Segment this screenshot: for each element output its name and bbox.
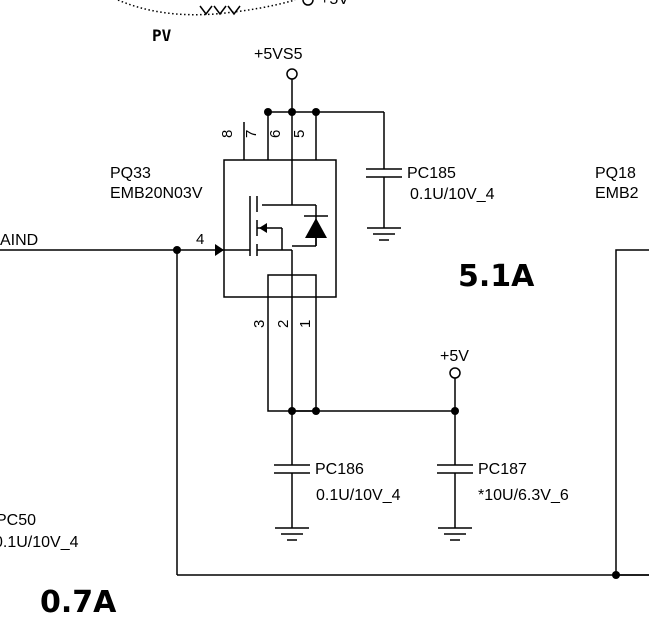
power-port-5v [449,367,461,379]
pc186-ref: PC186 [315,461,364,478]
pq33-ref: PQ33 [110,165,151,182]
pin-3-label: 3 [251,320,268,328]
pq18-part: EMB2 [595,185,639,202]
rail-5vs5-label: +5VS5 [254,46,303,63]
pin-2-label: 2 [275,320,292,328]
pc50-ref: PC50 [0,512,36,529]
pq33-part: EMB20N03V [110,185,203,202]
pin-6-label: 6 [267,130,284,138]
pin-8-label: 8 [219,130,236,138]
current-secondary-label: 0.7A [40,585,117,620]
pq18-ref: PQ18 [595,165,636,182]
gate-net-label: AIND [0,232,38,249]
pin-5-label: 5 [291,130,308,138]
pq18-body [615,249,649,576]
body-arrow [259,223,267,233]
body-diode [305,218,327,238]
pq33-body [223,159,337,298]
pin-7-label: 7 [243,130,260,138]
junction-dot [312,407,320,415]
gate-pin-number: 4 [196,231,204,248]
current-main-label: 5.1A [458,259,535,294]
top-partial-label: +5V [320,0,349,8]
top-power-circle [302,0,314,6]
pc187-value: *10U/6.3V_6 [478,487,569,504]
pc187-ref: PC187 [478,461,527,478]
pc185-ref: PC185 [407,165,456,182]
pv-zigzag [199,5,241,16]
pin-1-label: 1 [297,320,314,328]
pc186-value: 0.1U/10V_4 [316,487,401,504]
pc185-value: 0.1U/10V_4 [410,186,495,203]
power-port-5vs5 [286,68,298,80]
pc50-value: 0.1U/10V_4 [0,534,79,551]
rail-5v-label: +5V [440,348,469,365]
pv-label: PV [152,26,172,45]
